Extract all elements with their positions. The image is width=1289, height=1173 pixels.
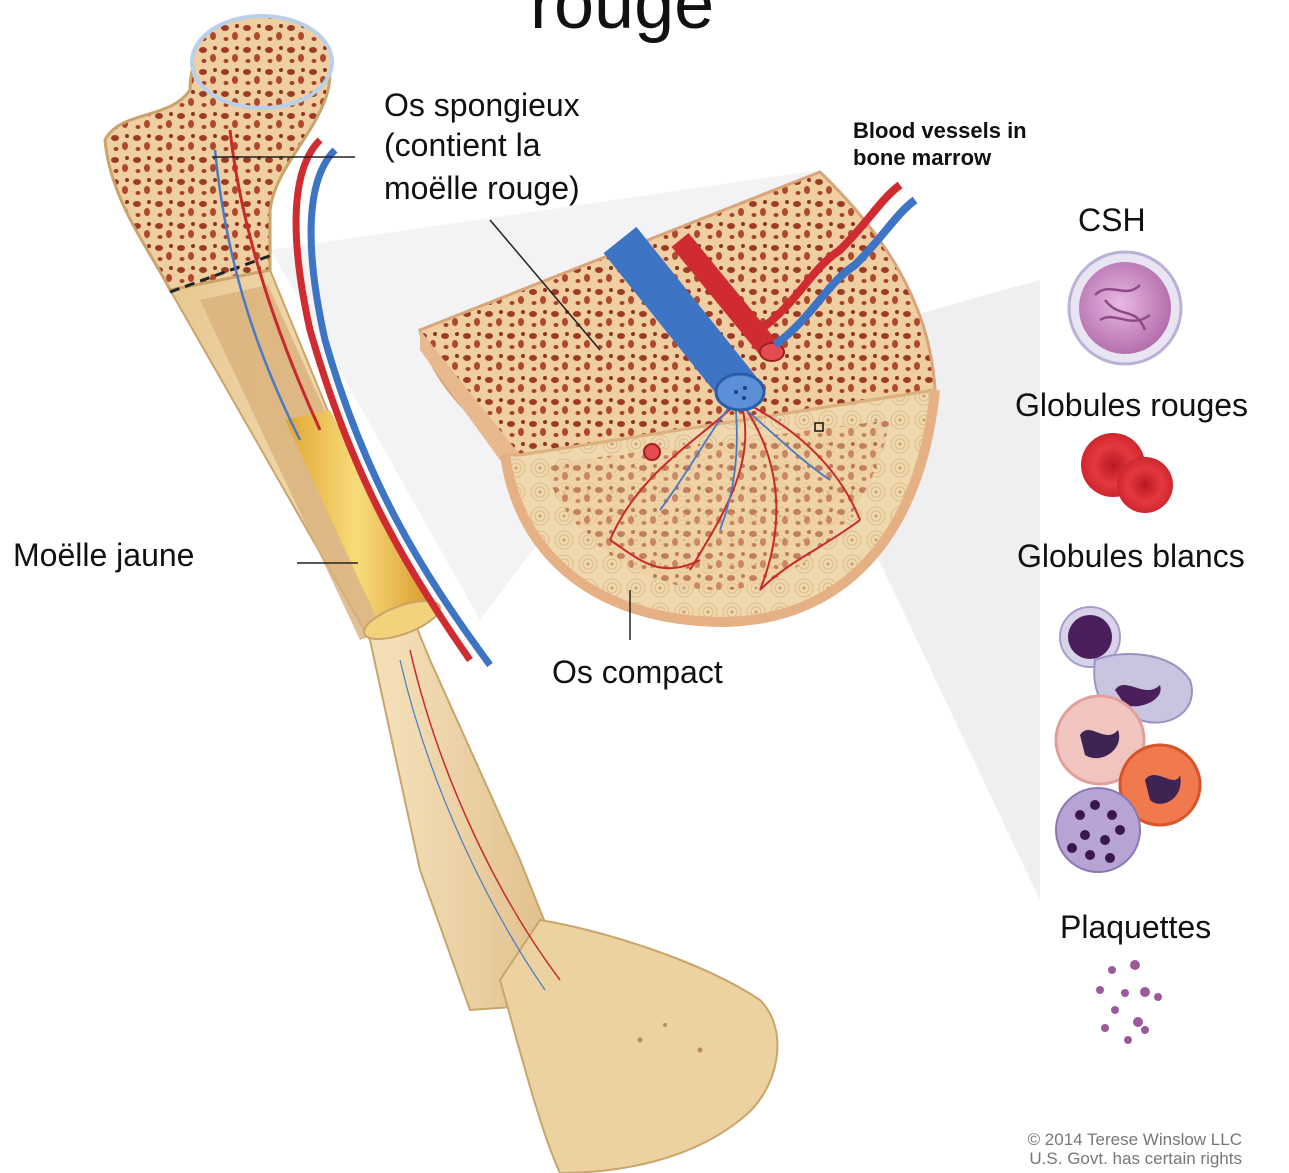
red-blood-cells xyxy=(1081,433,1173,513)
copyright-line1: © 2014 Terese Winslow LLC xyxy=(1028,1130,1242,1149)
blood-vessels-label-line2: bone marrow xyxy=(853,144,991,171)
red-cells-label: Globules rouges xyxy=(1015,385,1248,425)
spongy-bone-label-line1: Os spongieux xyxy=(384,85,580,125)
yellow-marrow-label: Moëlle jaune xyxy=(13,535,194,575)
compact-bone-label: Os compact xyxy=(552,652,723,692)
copyright-line2: U.S. Govt. has certain rights xyxy=(1029,1149,1242,1168)
platelets-label: Plaquettes xyxy=(1060,907,1211,947)
blood-vessels-label-line1: Blood vessels in xyxy=(853,117,1027,144)
spongy-bone-label-line2: (contient la xyxy=(384,125,541,165)
spongy-bone-label-line3: moëlle rouge) xyxy=(384,168,580,208)
white-cells-label: Globules blancs xyxy=(1017,536,1245,576)
page-title: rouge xyxy=(530,0,714,44)
platelets xyxy=(1096,960,1162,1044)
hsc-cell xyxy=(1069,252,1181,364)
hsc-label: CSH xyxy=(1078,200,1146,240)
white-blood-cells xyxy=(1056,607,1200,872)
